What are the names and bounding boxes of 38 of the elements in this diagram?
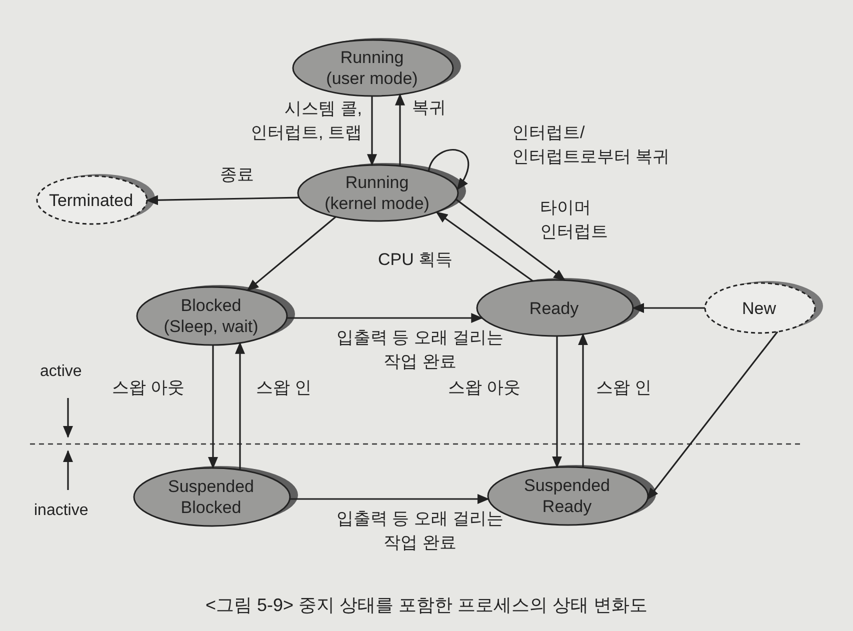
edge-label: 스왑 아웃 xyxy=(448,377,522,399)
edge-label: 입출력 등 오래 걸리는 작업 완료 xyxy=(335,327,505,373)
arrow xyxy=(367,96,377,166)
edge-label: 종료 xyxy=(220,164,255,186)
arrow xyxy=(552,336,562,468)
edge-label: 스왑 인 xyxy=(256,377,313,399)
arrow xyxy=(428,149,470,190)
arrow xyxy=(235,342,245,470)
arrow xyxy=(290,494,490,504)
edge-label: 타이머 인터럽트 xyxy=(540,197,609,243)
edge-label: 시스템 콜, 인터럽트, 트랩 xyxy=(250,98,362,144)
edge-label: 인터럽트/ 인터럽트로부터 복귀 xyxy=(512,122,671,168)
arrow xyxy=(646,331,778,500)
state-name: New xyxy=(740,298,777,318)
arrow xyxy=(208,345,218,469)
edge-label: 입출력 등 오래 걸리는 작업 완료 xyxy=(335,508,505,554)
state-name: Suspended Ready xyxy=(522,475,612,517)
arrow xyxy=(632,303,705,313)
state-level-label: active xyxy=(40,362,82,382)
edge-label: 스왑 인 xyxy=(596,377,653,399)
state-name: Terminated xyxy=(48,190,134,210)
arrow xyxy=(455,198,566,281)
state-name: Ready xyxy=(528,298,580,318)
figure-caption: <그림 5-9> 중지 상태를 포함한 프로세스의 상태 변화도 xyxy=(204,594,649,617)
arrow xyxy=(246,216,336,292)
edge-label: CPU 획득 xyxy=(378,249,454,271)
arrow xyxy=(436,211,534,282)
edge-label: 스왑 아웃 xyxy=(112,377,186,399)
state-name: Running (user mode) xyxy=(325,47,419,89)
state-name: Blocked (Sleep, wait) xyxy=(162,295,260,337)
arrow xyxy=(286,313,484,323)
arrow xyxy=(395,93,405,166)
arrow xyxy=(578,333,588,468)
arrow xyxy=(146,195,300,206)
state-name: Suspended Blocked xyxy=(166,476,256,518)
state-level-label: inactive xyxy=(34,501,88,521)
state-name: Running (kernel mode) xyxy=(324,172,430,214)
edge-label: 복귀 xyxy=(412,97,447,119)
